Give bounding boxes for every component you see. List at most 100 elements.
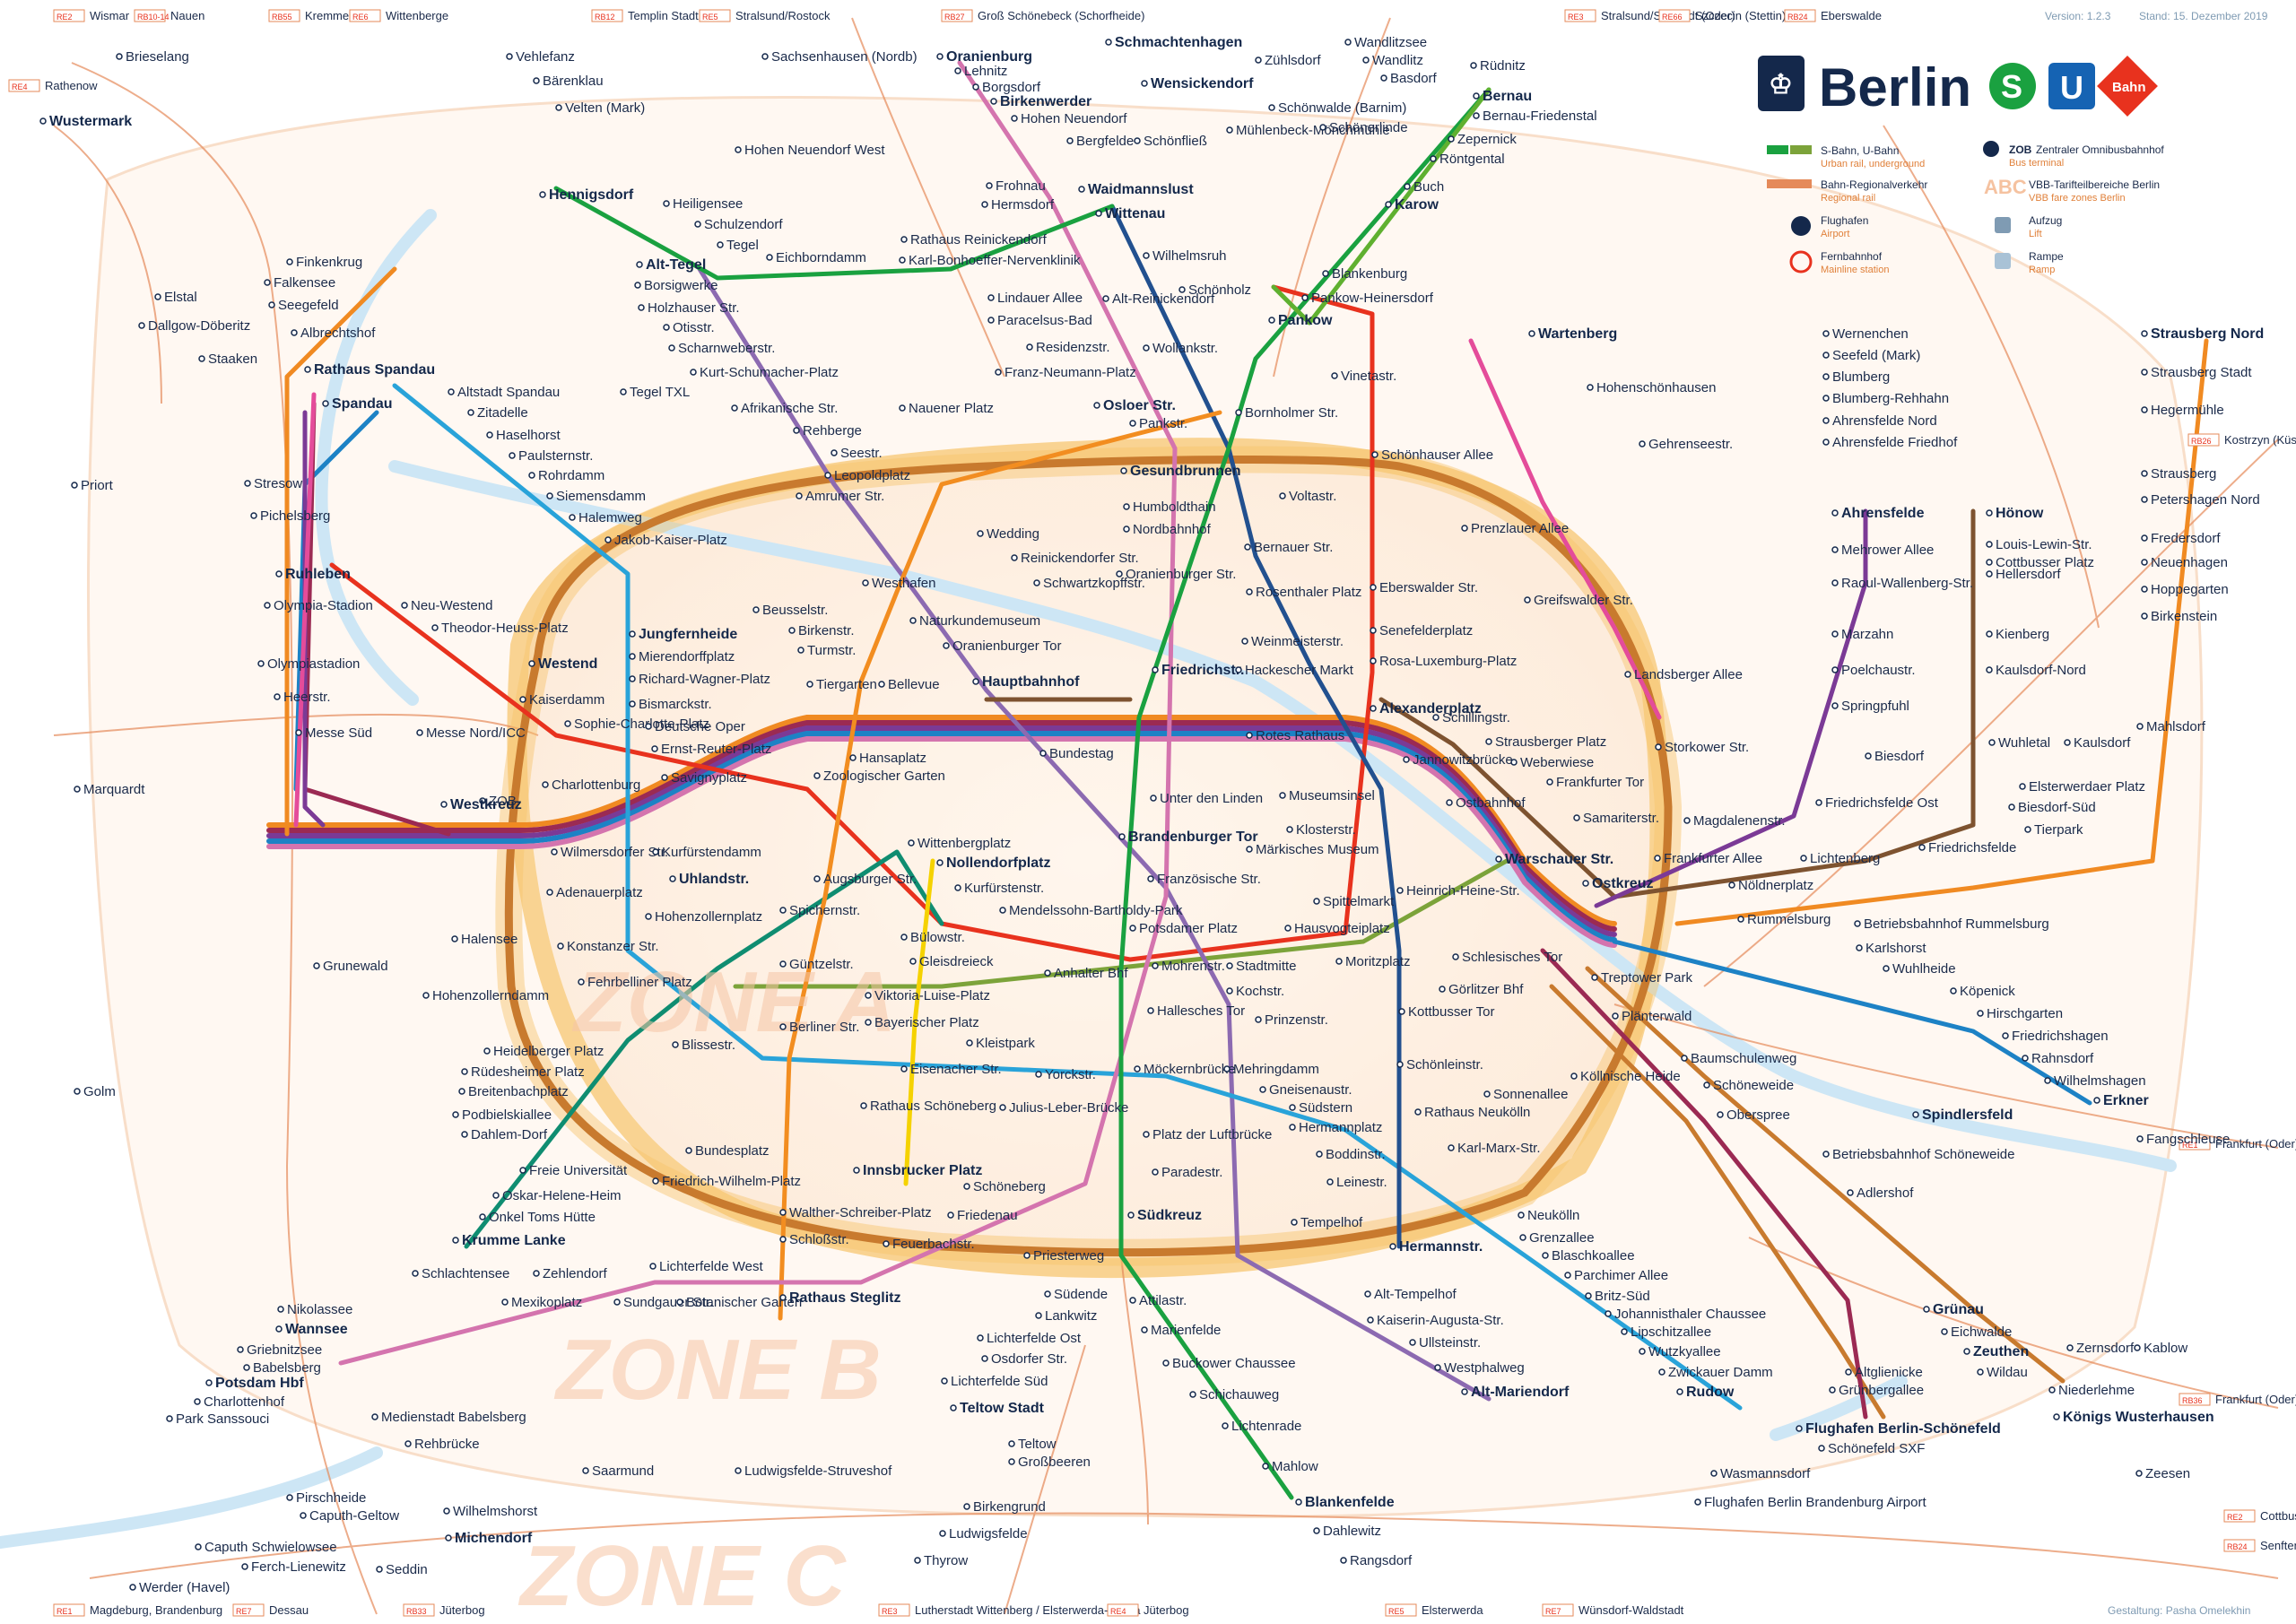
station-label: Potsdamer Platz: [1139, 921, 1238, 936]
station-label: Zepernick: [1457, 132, 1517, 147]
station-label: Landsberger Allee: [1634, 667, 1743, 682]
station-label: Fangschleuse: [2146, 1132, 2230, 1147]
station-marker-icon: [1986, 541, 1993, 548]
station-label: Lichterfelde Süd: [951, 1374, 1048, 1389]
station-label: Adlershof: [1857, 1185, 1914, 1201]
station-label: Cottbusser Platz: [1996, 555, 2094, 570]
station-marker-icon: [1295, 1498, 1302, 1506]
station-marker-icon: [198, 355, 205, 362]
station-label: Scharnweberstr.: [678, 341, 775, 356]
station-label: Eichwalde: [1951, 1324, 2012, 1340]
station-marker-icon: [1591, 974, 1598, 981]
u7-line: [392, 383, 1743, 1411]
station-label: Mahlsdorf: [2146, 719, 2206, 734]
station-label: Seestr.: [840, 446, 883, 461]
route-destination: Dessau: [269, 1603, 309, 1617]
station-marker-icon: [404, 1440, 412, 1447]
station-marker-icon: [2024, 826, 2031, 833]
station-label: Dahlem-Dorf: [471, 1127, 548, 1142]
station-marker-icon: [1703, 1081, 1710, 1089]
station-label: Wollankstr.: [1152, 341, 1218, 356]
station-label: Zwickauer Damm: [1668, 1365, 1773, 1380]
station-label: Nordbahnhof: [1133, 522, 1212, 537]
station-marker-icon: [519, 1167, 526, 1174]
station-label: Alt-Reinickendorf: [1112, 291, 1215, 307]
station-marker-icon: [661, 774, 668, 781]
station-label: Lichterfelde West: [659, 1259, 763, 1274]
station-marker-icon: [1385, 201, 1392, 208]
station-marker-icon: [71, 482, 78, 489]
station-marker-icon: [138, 322, 145, 329]
station-marker-icon: [936, 859, 944, 866]
station-label: Altglienicke: [1855, 1365, 1923, 1380]
station-label: Hackescher Markt: [1245, 663, 1354, 678]
station-label: Birkengrund: [973, 1499, 1046, 1515]
station-marker-icon: [1605, 1310, 1612, 1317]
route-code: RE4: [12, 83, 28, 91]
station-marker-icon: [1986, 666, 1993, 673]
station-label: Haselhorst: [496, 428, 561, 443]
station-marker-icon: [264, 279, 271, 286]
station-label: Basdorf: [1390, 71, 1438, 86]
u9-line: [778, 410, 1222, 1321]
station-marker-icon: [824, 472, 831, 479]
station-label: Unter den Linden: [1160, 791, 1263, 806]
station-label: Petershagen Nord: [2151, 492, 2260, 508]
station-marker-icon: [546, 492, 553, 499]
station-marker-icon: [1483, 1090, 1491, 1098]
station-marker-icon: [2048, 1386, 2056, 1394]
station-label: Flughafen Berlin-Schönefeld: [1805, 1421, 2001, 1437]
station-label: Schöneweide: [1713, 1078, 1794, 1093]
station-marker-icon: [1301, 294, 1309, 301]
station-label: Friedrichsfelde: [1928, 840, 2016, 855]
station-label: Königs Wusterhausen: [2063, 1410, 2214, 1425]
station-label: Frankfurter Tor: [1556, 775, 1644, 790]
station-marker-icon: [1495, 855, 1502, 863]
station-marker-icon: [1986, 509, 1993, 517]
station-marker-icon: [1152, 666, 1159, 673]
route-code-badge: [878, 1603, 910, 1617]
station-marker-icon: [1432, 714, 1439, 721]
station-marker-icon: [300, 1512, 307, 1519]
station-marker-icon: [1226, 962, 1233, 969]
station-label: Amrumer Str.: [805, 489, 884, 504]
station-marker-icon: [2002, 1032, 2009, 1039]
station-marker-icon: [995, 369, 1002, 376]
station-marker-icon: [1389, 1243, 1396, 1250]
route-code-badge: [53, 1603, 85, 1617]
route-code: RB24: [1787, 13, 1808, 22]
route-destination: Nauen: [170, 9, 204, 22]
station-label: Baumschulenweg: [1691, 1051, 1796, 1066]
station-label: Olympia-Stadion: [274, 598, 373, 613]
station-label: Rudow: [1686, 1385, 1735, 1400]
station-marker-icon: [1510, 759, 1518, 766]
station-marker-icon: [257, 660, 265, 667]
station-marker-icon: [1918, 844, 1926, 851]
station-label: Tempelhof: [1300, 1215, 1363, 1230]
station-marker-icon: [1986, 570, 1993, 578]
station-label: Hirschgarten: [1987, 1006, 2063, 1021]
station-label: Prinzenstr.: [1265, 1012, 1328, 1028]
station-label: Louis-Lewin-Str.: [1996, 537, 2092, 552]
station-marker-icon: [1434, 1364, 1441, 1371]
station-label: Spindlersfeld: [1922, 1107, 2013, 1123]
station-label: Westphalweg: [1444, 1360, 1525, 1376]
station-marker-icon: [1152, 1168, 1159, 1176]
station-label: Nikolassee: [287, 1302, 352, 1317]
station-marker-icon: [878, 681, 885, 688]
station-label: Werder (Havel): [139, 1580, 230, 1595]
station-label: Finkenkrug: [296, 255, 362, 270]
station-marker-icon: [652, 1177, 659, 1185]
s7-west: [302, 410, 326, 828]
u1-line: [733, 858, 1509, 989]
svg-text:Fernbahnhof: Fernbahnhof: [1821, 250, 1883, 263]
station-label: Schwartzkopffstr.: [1043, 576, 1145, 591]
station-marker-icon: [604, 536, 612, 543]
zone-c-label: ZONE C: [517, 1528, 847, 1624]
station-label: Zehlendorf: [543, 1266, 608, 1281]
route-code-badge: [1658, 9, 1691, 22]
station-marker-icon: [1414, 1108, 1422, 1116]
